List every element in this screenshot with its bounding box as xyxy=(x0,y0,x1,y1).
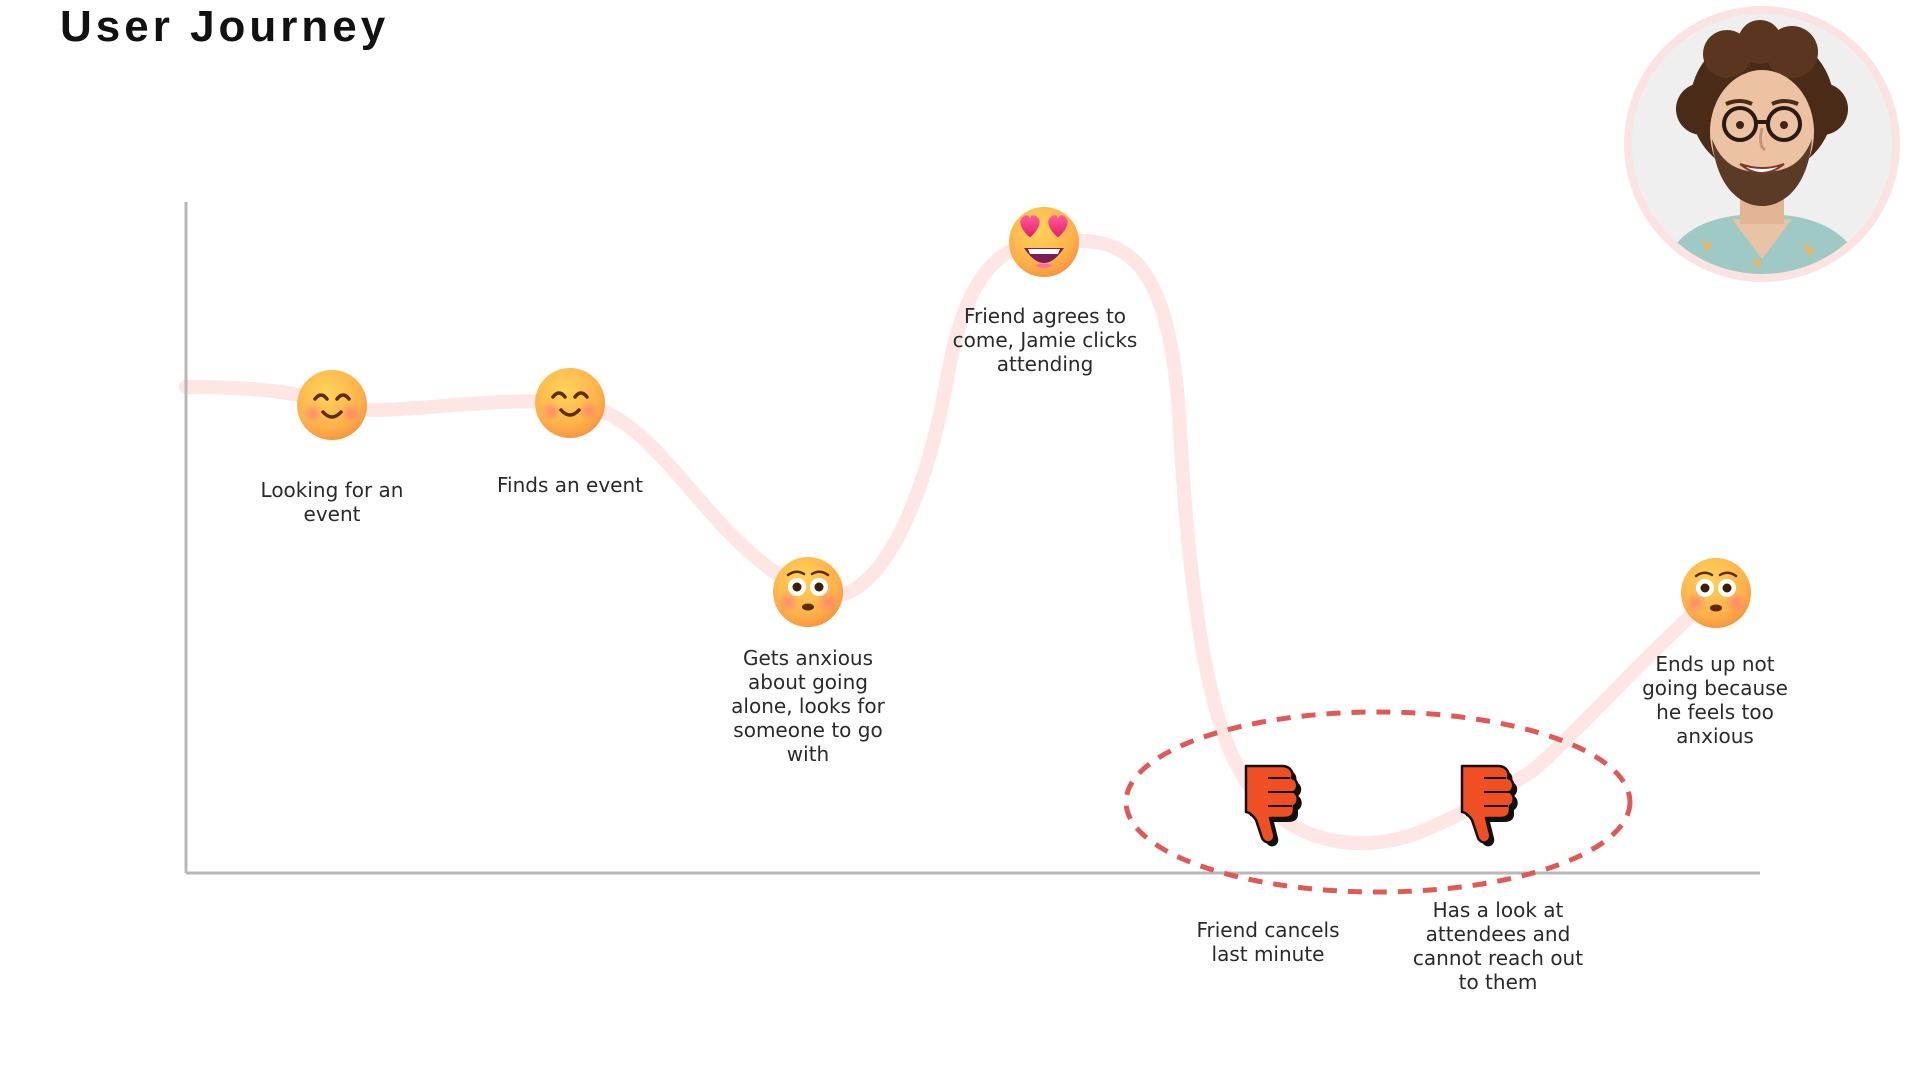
flushed-face-icon xyxy=(1681,558,1751,628)
step-label: Looking for an event xyxy=(260,478,404,526)
step-label: Ends up not going because he feels too a… xyxy=(1642,652,1788,748)
smiling-face-icon xyxy=(535,368,605,438)
pain-point-highlight xyxy=(1123,709,1633,895)
flushed-face-icon xyxy=(773,557,843,627)
page-title: User Journey xyxy=(60,2,390,51)
smiling-face-icon xyxy=(297,370,367,440)
step-label: Friend cancels last minute xyxy=(1196,918,1340,966)
thumbs-down-icon xyxy=(1244,764,1302,847)
heart-eyes-face-icon xyxy=(1009,207,1079,277)
person-photo-avatar xyxy=(1632,14,1892,274)
thumbs-down-icon xyxy=(1460,764,1518,847)
step-label: Has a look at attendees and cannot reach… xyxy=(1412,898,1584,994)
step-label: Friend agrees to come, Jamie clicks atte… xyxy=(952,304,1138,376)
step-label: Finds an event xyxy=(496,473,643,497)
step-label: Gets anxious about going alone, looks fo… xyxy=(731,646,885,766)
persona-avatar xyxy=(1624,6,1900,282)
